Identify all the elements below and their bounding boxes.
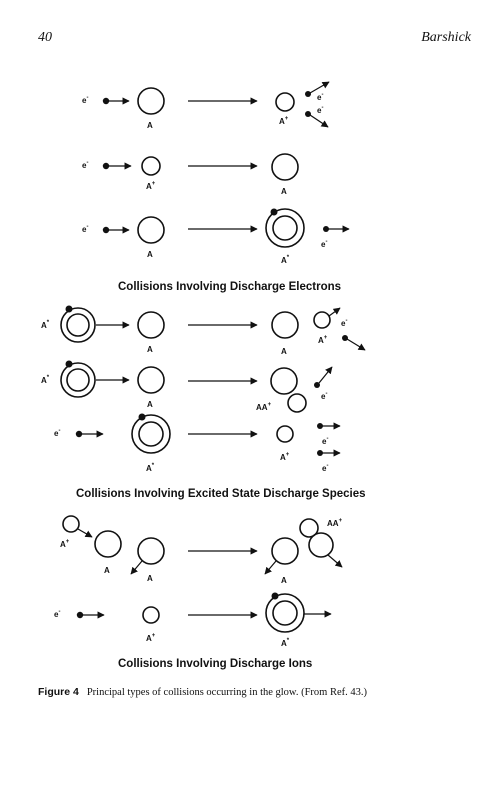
svg-text:e-: e-: [54, 609, 60, 619]
row-associative-ionization: A* A AA+ e-: [41, 360, 333, 413]
svg-text:A: A: [147, 345, 153, 354]
svg-text:A+: A+: [146, 633, 156, 643]
svg-text:e-: e-: [341, 318, 347, 328]
row-electron-ionization: e- A A+ e- e-: [82, 81, 330, 130]
caption-text: Principal types of collisions occurring …: [86, 687, 367, 698]
svg-text:A*: A*: [146, 463, 155, 473]
svg-text:A: A: [147, 574, 153, 583]
svg-text:A+: A+: [280, 452, 290, 462]
svg-text:A: A: [281, 347, 287, 356]
svg-text:e-: e-: [82, 160, 88, 170]
svg-text:A: A: [147, 121, 153, 130]
svg-text:A: A: [281, 576, 287, 585]
section-title: Collisions Involving Discharge Electrons: [118, 281, 341, 293]
svg-text:A: A: [147, 400, 153, 409]
row-electron-recombination: e- A+ A: [82, 153, 299, 196]
section-title: Collisions Involving Discharge Ions: [118, 658, 312, 670]
section-title: Collisions Involving Excited State Disch…: [76, 488, 366, 500]
svg-text:A+: A+: [60, 539, 70, 549]
row-ion-atom-association: A+ A A A AA+: [60, 515, 343, 585]
svg-text:A+: A+: [146, 181, 156, 191]
svg-text:e-: e-: [317, 92, 323, 102]
svg-text:A+: A+: [279, 116, 289, 126]
svg-text:e-: e-: [322, 463, 328, 473]
svg-text:e-: e-: [82, 224, 88, 234]
row-penning-ionization: A* A A A+ e-: [41, 305, 366, 356]
svg-text:e-: e-: [317, 105, 323, 115]
page-number: 40: [38, 30, 52, 45]
electron-label: e-: [82, 95, 88, 105]
svg-text:A*: A*: [281, 638, 290, 648]
row-electron-excitation: e- A A* e-: [82, 208, 350, 265]
svg-text:AA+: AA+: [256, 402, 272, 412]
svg-text:A+: A+: [318, 335, 328, 345]
svg-text:e-: e-: [321, 239, 327, 249]
figure-label: Figure 4: [38, 686, 79, 698]
svg-text:A*: A*: [41, 375, 50, 385]
svg-text:A: A: [104, 566, 110, 575]
svg-text:e-: e-: [322, 436, 328, 446]
svg-text:A: A: [281, 187, 287, 196]
row-excited-electron-ionization: e- A* A+ e- e-: [54, 413, 341, 473]
running-head: Barshick: [421, 30, 471, 45]
svg-text:e-: e-: [321, 391, 327, 401]
svg-text:A*: A*: [281, 255, 290, 265]
svg-text:e-: e-: [54, 428, 60, 438]
row-ion-electron-recombination: e- A+ A*: [54, 592, 332, 648]
figure-caption: Figure 4 Principal types of collisions oc…: [38, 686, 478, 699]
svg-text:A*: A*: [41, 320, 50, 330]
svg-text:AA+: AA+: [327, 518, 343, 528]
svg-text:A: A: [147, 250, 153, 259]
